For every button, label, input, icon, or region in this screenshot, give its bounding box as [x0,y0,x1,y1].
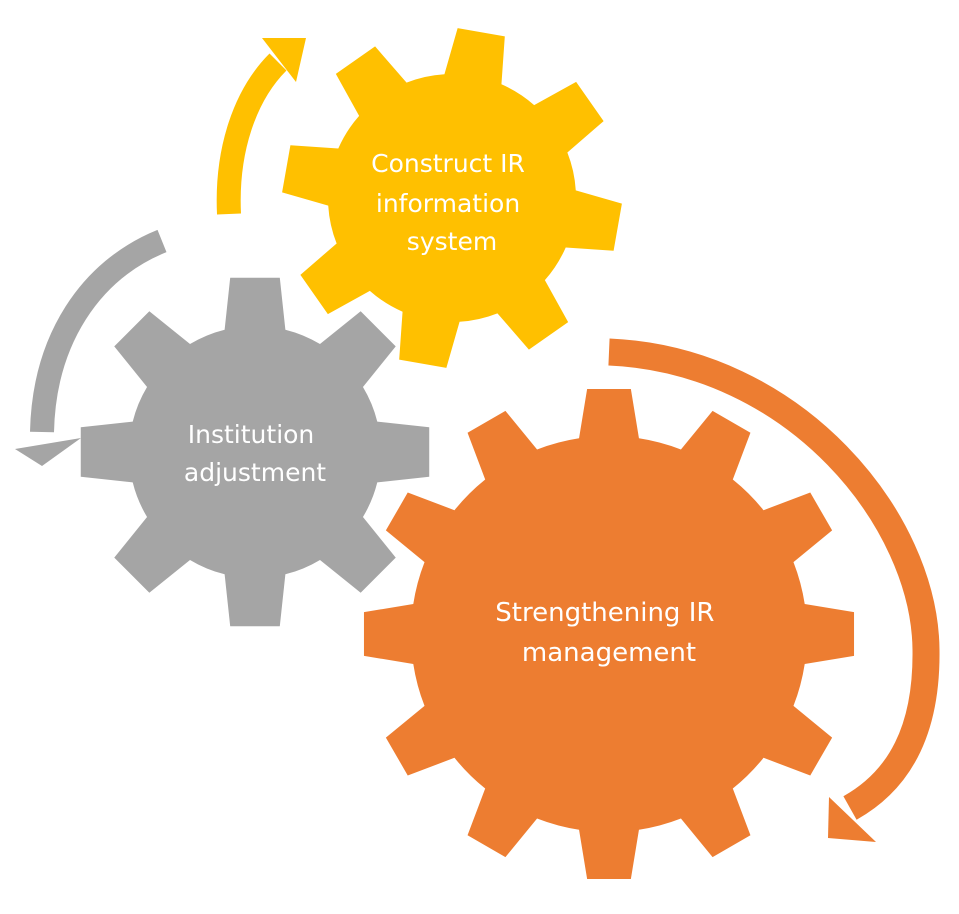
gray-gear-label: Institution adjustment [184,420,326,487]
rotation-arrows [15,38,940,842]
gear-construct-ir-information-system [282,28,622,368]
gray-arrow-head [15,438,81,466]
yellow-gear-label-line-1: Construct IR [371,149,525,178]
yellow-arrow-head [262,38,306,82]
gray-gear-label-line-2: adjustment [184,458,326,487]
yellow-gear-label-line-2: information [376,189,520,218]
orange-gear-label: Strengthening IR management [495,598,722,668]
yellow-rotation-arrow [216,53,287,215]
orange-rotation-arrow [608,338,940,820]
gear-institution-adjustment [80,277,430,627]
gear-strengthening-ir-management [363,388,855,880]
yellow-gear-label: Construct IR information system [371,149,533,256]
gray-rotation-arrow [30,229,167,433]
orange-arrow-head [828,797,876,842]
yellow-gear-label-line-3: system [407,227,497,256]
orange-gear-label-line-1: Strengthening IR [495,598,714,628]
orange-gear-label-line-2: management [522,638,696,668]
gray-gear-label-line-1: Institution [188,420,315,449]
